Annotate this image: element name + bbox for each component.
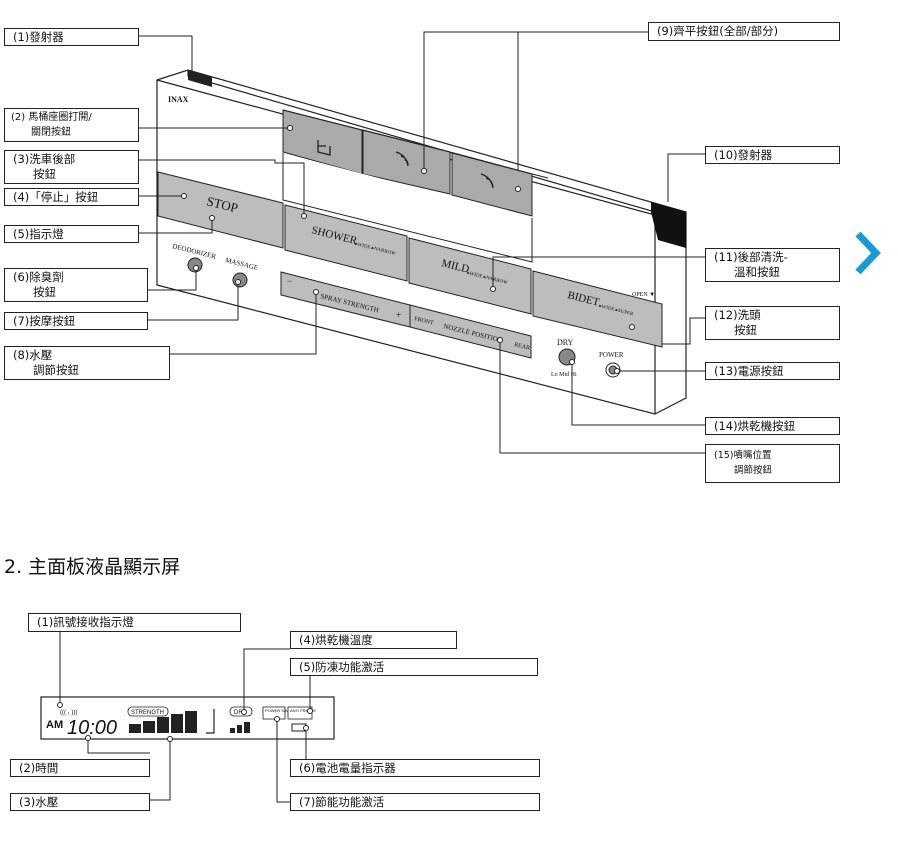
label-power-save: (7)節能功能激活 [290, 793, 540, 811]
label-water-pressure-button: (8)水壓 調節按鈕 [4, 346, 170, 380]
stop-button-shape [157, 171, 284, 249]
label-water-pressure: (3)水壓 [10, 793, 150, 811]
lcd-anti-freeze-text: ANTI FREEZE [290, 708, 316, 713]
label-mild-line1: (11)後部清洗- [714, 250, 788, 264]
label-bidet-line2: 按鈕 [734, 323, 757, 337]
label-nozzle-line1: (15)噴嘴位置 [714, 450, 772, 461]
label-rear-wash-button: (3)洗車後部 按鈕 [4, 150, 139, 184]
label-bidet-line1: (12)洗頭 [714, 308, 761, 322]
label-mild-button: (11)後部清洗- 溫和按鈕 [705, 248, 840, 282]
label-rear-wash-line2: 按鈕 [33, 167, 56, 181]
label-emitter-1: (1)發射器 [4, 28, 139, 46]
lcd-strength-text: STRENGTH [131, 710, 164, 716]
label-bidet-button: (12)洗頭 按鈕 [705, 306, 840, 340]
label-pressure-line1: (8)水壓 [13, 348, 53, 362]
label-massage-button: (7)按摩按鈕 [4, 312, 148, 330]
section-heading: 2. 主面板液晶顯示屏 [4, 556, 181, 578]
label-flush-button: (9)齊平按鈕(全部/部分) [648, 22, 840, 41]
lcd-power-save-text: POWER SAVE [265, 708, 292, 713]
lcd-strength-bars [129, 709, 250, 734]
emitter-right [651, 202, 686, 248]
rear-text: REAR [514, 342, 531, 352]
minus-text: − [287, 276, 292, 286]
label-mild-line2: 溫和按鈕 [734, 265, 780, 279]
lcd-signal-indicator: ((( ₁ ))) [60, 710, 77, 716]
label-dryer-temperature: (4)烘乾機溫度 [290, 631, 457, 649]
chevron-right-icon [855, 231, 881, 275]
lcd-dry-text: DRY [234, 710, 247, 716]
label-power-button: (13)電源按鈕 [705, 362, 840, 380]
stop-text: STOP [205, 193, 239, 215]
dry-text: DRY [557, 338, 574, 347]
label-rear-wash-line1: (3)洗車後部 [13, 152, 76, 166]
next-page-button[interactable] [850, 228, 886, 278]
label-seat-line1: (2) 馬桶座圈打開/ [11, 112, 92, 123]
label-nozzle-button: (15)噴嘴位置 調節按鈕 [705, 444, 840, 483]
label-indicator-light: (5)指示燈 [4, 225, 139, 243]
lcd-time-text: 10:00 [67, 717, 117, 739]
label-emitter-10: (10)發射器 [705, 146, 840, 164]
label-anti-freeze: (5)防凍功能激活 [290, 658, 538, 676]
label-time: (2)時間 [10, 759, 150, 777]
power-text: POWER [599, 351, 624, 359]
front-text: FRONT [414, 316, 435, 327]
emitter-left [188, 70, 212, 87]
label-dryer-button: (14)烘乾機按鈕 [705, 417, 840, 435]
open-text: OPEN ▼ [632, 292, 655, 298]
label-nozzle-line2: 調節按鈕 [734, 465, 773, 476]
label-deodorizer-button: (6)除臭劑 按鈕 [4, 268, 148, 302]
brand-logo-text: INAX [168, 95, 189, 104]
label-deodorizer-line1: (6)除臭劑 [13, 270, 64, 284]
label-battery-indicator: (6)電池電量指示器 [290, 759, 540, 777]
dry-levels-text: Lo Mid Hi [551, 372, 577, 378]
label-deodorizer-line2: 按鈕 [33, 285, 56, 299]
lcd-am-text: AM [46, 719, 63, 731]
leader-lines [139, 31, 705, 454]
plus-text: + [396, 310, 401, 320]
label-seat-open-close-button: (2) 馬桶座圈打開/ 關閉按鈕 [4, 108, 139, 142]
label-pressure-line2: 調節按鈕 [33, 363, 79, 377]
label-signal-indicator: (1)訊號接收指示燈 [28, 613, 241, 632]
leader-dots [181, 125, 635, 374]
label-stop-button: (4)「停止」按鈕 [4, 188, 139, 206]
label-seat-line2: 關閉按鈕 [31, 127, 71, 138]
